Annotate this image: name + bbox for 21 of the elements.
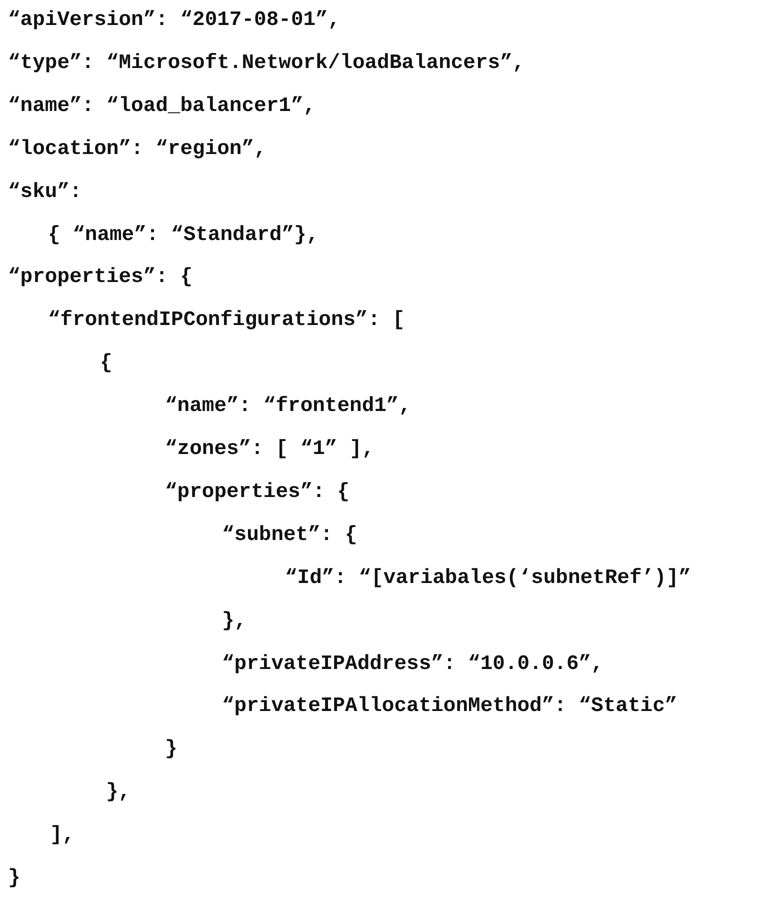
code-line: }, — [222, 608, 247, 635]
code-line: “subnet”: { — [222, 522, 358, 549]
code-line: “location”: “region”, — [8, 136, 266, 163]
code-line: “properties”: { — [165, 480, 350, 506]
code-line: “name”: “frontend1”, — [165, 394, 412, 420]
code-line: “type”: “Microsoft.Network/loadBalancers”, — [8, 50, 525, 77]
code-line: { “name”: “Standard”}, — [48, 222, 319, 248]
code-line: “Id”: “[variabales(‘subnetRef’)]” — [285, 566, 691, 592]
code-line: “name”: “load_balancer1”, — [8, 94, 316, 120]
code-line: “zones”: [ “1” ], — [165, 437, 374, 463]
code-line: “privateIPAddress”: “10.0.0.6”, — [222, 652, 604, 678]
code-line: } — [165, 737, 178, 764]
code-line: “privateIPAllocationMethod”: “Static” — [222, 694, 678, 720]
code-line: “sku”: — [8, 180, 82, 206]
code-line: } — [8, 866, 20, 892]
code-line: }, — [106, 780, 131, 806]
code-line: “apiVersion”: “2017-08-01”, — [8, 8, 340, 34]
code-line: ], — [50, 823, 75, 850]
code-line: “properties”: { — [8, 265, 193, 292]
code-line: “frontendIPConfigurations”: [ — [48, 308, 405, 334]
code-line: { — [100, 351, 112, 378]
